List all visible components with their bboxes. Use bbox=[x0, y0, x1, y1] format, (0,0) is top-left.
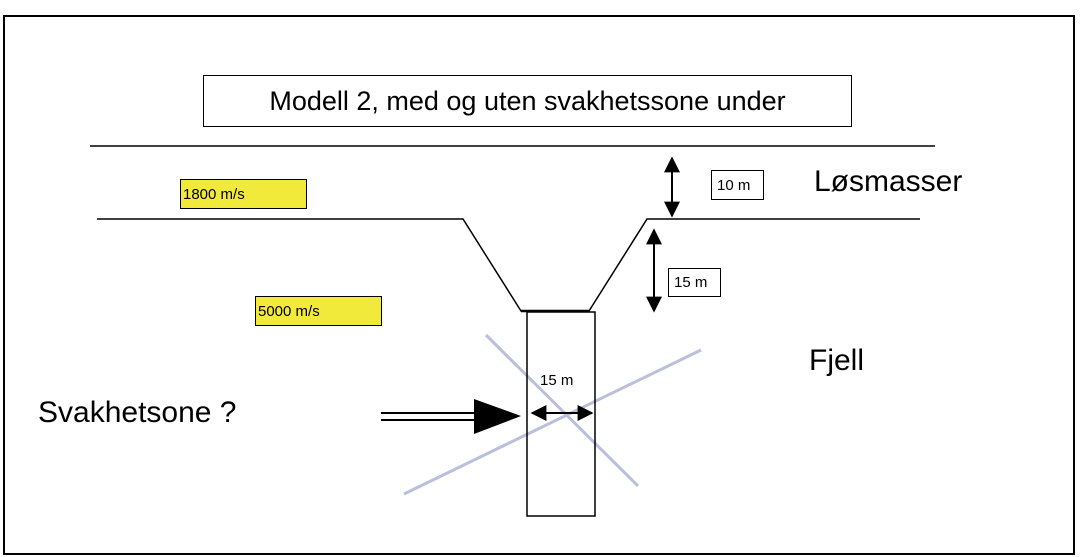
velocity-badge-bedrock: 5000 m/s bbox=[255, 296, 382, 326]
cross-line-1 bbox=[484, 333, 640, 488]
diagram-title: Modell 2, med og uten svakhetssone under bbox=[269, 85, 786, 116]
trench-depth-label: 15 m bbox=[668, 268, 721, 297]
weak-zone-label: Svakhetsone ? bbox=[38, 396, 237, 429]
velocity-badge-overburden: 1800 m/s bbox=[180, 179, 307, 209]
weak-zone-rectangle bbox=[526, 311, 596, 517]
bedrock-surface-line bbox=[97, 218, 920, 312]
pointer-arrow-head bbox=[474, 399, 521, 434]
overburden-layer-label: Løsmasser bbox=[814, 165, 963, 198]
cross-line-2 bbox=[403, 348, 702, 496]
velocity-bedrock: 5000 m/s bbox=[258, 302, 320, 320]
trench-depth-text: 15 m bbox=[674, 274, 708, 291]
overburden-thickness-text: 10 m bbox=[717, 176, 751, 194]
zone-width-label: 15 m bbox=[540, 372, 574, 389]
title-box: Modell 2, med og uten svakhetssone under bbox=[203, 75, 852, 127]
velocity-overburden: 1800 m/s bbox=[183, 185, 245, 203]
overburden-thickness-label: 10 m bbox=[711, 170, 764, 200]
bedrock-layer-label: Fjell bbox=[809, 344, 865, 377]
diagram-frame bbox=[3, 15, 1075, 555]
